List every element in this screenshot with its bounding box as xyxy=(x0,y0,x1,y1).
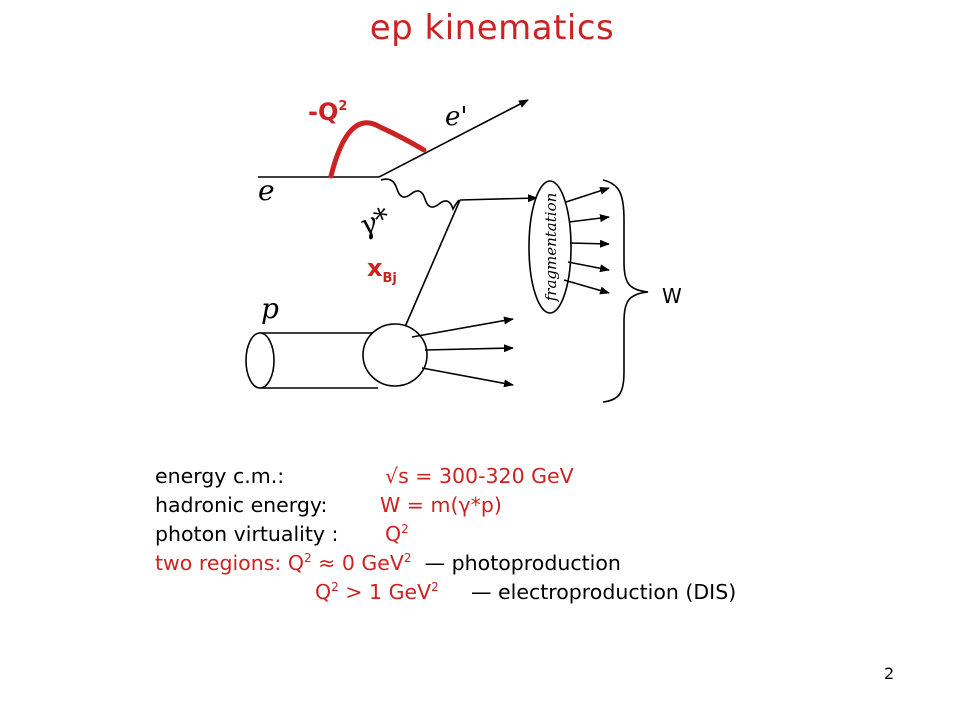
proton-cylinder-end xyxy=(245,332,275,389)
label-e-out: e' xyxy=(445,102,468,132)
info-row-dis: Q2 > 1 GeV2 — electroproduction (DIS) xyxy=(155,578,736,607)
region-dis-desc: — electroproduction (DIS) xyxy=(471,580,737,604)
energy-value: √s = 300-320 GeV xyxy=(385,464,574,488)
page-number: 2 xyxy=(884,664,895,683)
kinematics-info: energy c.m.: √s = 300-320 GeV hadronic e… xyxy=(155,462,736,607)
jet-arrow xyxy=(565,186,610,203)
label-w: W xyxy=(662,284,682,308)
w-brace xyxy=(602,179,649,403)
virtual-photon-line xyxy=(380,178,460,212)
jet-arrow xyxy=(569,239,610,248)
label-gamma-star: γ* xyxy=(354,201,395,243)
jet-arrow xyxy=(567,261,610,273)
proton-cylinder xyxy=(260,332,378,389)
info-row-virtuality: photon virtuality : Q2 xyxy=(155,520,621,549)
label-p: p xyxy=(261,292,279,325)
remnant-arrow xyxy=(424,344,514,353)
quark-to-fragmentation-line xyxy=(459,194,538,203)
remnant-arrow xyxy=(411,316,514,338)
region-photoproduction-condition: Q2 ≈ 0 GeV2 xyxy=(287,551,412,575)
region-photoproduction-desc: — photoproduction xyxy=(424,551,621,575)
struck-quark-line xyxy=(397,199,461,344)
virtuality-value: Q2 xyxy=(385,522,409,546)
info-row-hadronic: hadronic energy: W = m(γ*p) xyxy=(155,491,621,520)
hadronic-label: hadronic energy: xyxy=(155,493,328,517)
energy-label: energy c.m.: xyxy=(155,464,285,488)
jet-arrow xyxy=(568,214,610,223)
page-title: ep kinematics xyxy=(369,8,615,48)
virtuality-label: photon virtuality : xyxy=(155,522,339,546)
info-row-regions: two regions: Q2 ≈ 0 GeV2 — photoproducti… xyxy=(155,549,621,578)
jet-arrow xyxy=(563,279,610,295)
info-row-energy: energy c.m.: √s = 300-320 GeV xyxy=(155,462,621,491)
label-q2: -Q2 xyxy=(308,98,347,126)
fragmentation-blob xyxy=(528,180,572,314)
label-e-in: e xyxy=(258,174,275,207)
hadronic-value: W = m(γ*p) xyxy=(380,493,502,517)
scattered-electron-line xyxy=(378,99,529,178)
q2-arc xyxy=(328,120,427,179)
region-dis-condition: Q2 > 1 GeV2 xyxy=(315,580,439,604)
label-xbj: xBj xyxy=(367,254,397,286)
remnant-arrow xyxy=(421,367,514,388)
regions-label: two regions: xyxy=(155,551,282,575)
proton-blob xyxy=(362,323,428,387)
fragmentation-label: fragmentation xyxy=(542,193,560,303)
